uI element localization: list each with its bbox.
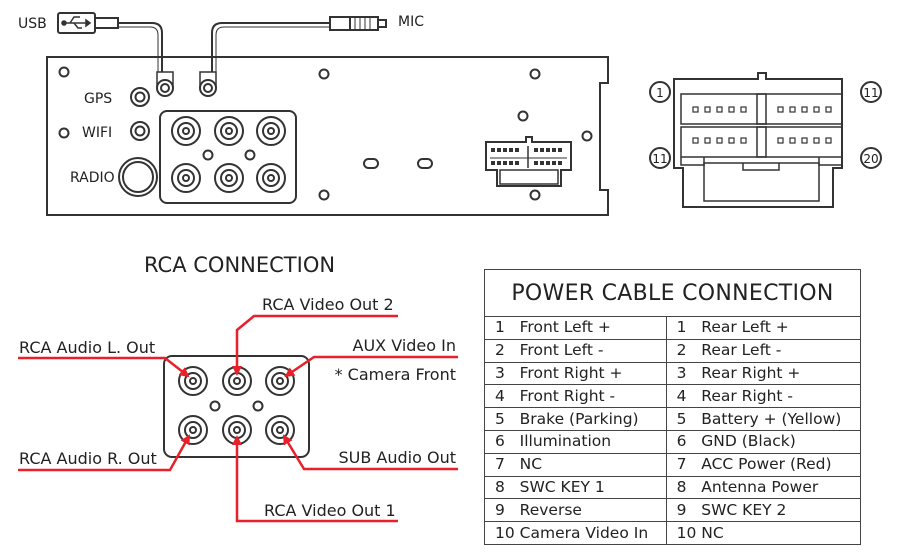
table-row: 5 Brake (Parking)5 Battery + (Yellow) xyxy=(484,407,862,431)
front-pin-cell: 8 SWC KEY 1 xyxy=(484,475,667,500)
large-connector-pins xyxy=(692,106,832,144)
label-audio-l-out: RCA Audio L. Out xyxy=(19,338,155,357)
pin-label-11-top: 11 xyxy=(863,86,878,100)
rear-pin-cell: 2 Rear Left - xyxy=(665,338,862,363)
front-pin-cell: 10 Camera Video In xyxy=(484,521,667,545)
radio-label: RADIO xyxy=(70,170,115,186)
table-row: 1 Front Left +1 Rear Left + xyxy=(484,316,862,340)
usb-cable xyxy=(57,12,163,72)
rear-pin-cell: 3 Rear Right + xyxy=(665,361,862,386)
power-connector-small xyxy=(485,136,572,187)
pin-label-1: 1 xyxy=(656,86,664,100)
rca-title: RCA CONNECTION xyxy=(144,253,335,277)
arrow-video-out-1 xyxy=(232,435,398,523)
arrow-video-out-2 xyxy=(232,314,398,376)
usb-label: USB xyxy=(18,16,47,32)
radio-port xyxy=(118,157,158,197)
arrow-audio-r-out xyxy=(18,434,191,472)
mic-cable xyxy=(211,16,387,72)
table-row: 2 Front Left -2 Rear Left - xyxy=(484,338,862,363)
rca-block-unit xyxy=(159,110,297,204)
wifi-label: WIFI xyxy=(82,125,112,141)
power-cable-table: POWER CABLE CONNECTION 1 Front Left +1 R… xyxy=(484,269,862,545)
rear-pin-cell: 6 GND (Black) xyxy=(665,429,862,454)
power-table-body: 1 Front Left +1 Rear Left + 2 Front Left… xyxy=(484,316,862,545)
mic-label: MIC xyxy=(398,14,424,30)
rear-pin-cell: 5 Battery + (Yellow) xyxy=(665,407,862,431)
pin-label-20: 20 xyxy=(863,152,878,166)
arrow-aux-video-in xyxy=(284,355,458,378)
large-power-connector xyxy=(649,72,882,208)
head-unit-body xyxy=(46,56,609,216)
front-pin-cell: 2 Front Left - xyxy=(484,338,667,363)
front-pin-cell: 9 Reverse xyxy=(484,498,667,523)
table-row: 4 Front Right -4 Rear Right - xyxy=(484,384,862,409)
front-pin-cell: 5 Brake (Parking) xyxy=(484,407,667,431)
label-aux-video-in: AUX Video In xyxy=(353,336,456,355)
label-sub-audio-out: SUB Audio Out xyxy=(339,448,457,467)
label-video-out-1: RCA Video Out 1 xyxy=(264,501,396,520)
front-pin-cell: 1 Front Left + xyxy=(484,316,667,340)
rca-jacks-unit xyxy=(171,116,286,193)
pin-label-11-bottom: 11 xyxy=(652,152,667,166)
rear-pin-cell: 7 ACC Power (Red) xyxy=(665,452,862,477)
rear-pin-cell: 9 SWC KEY 2 xyxy=(665,498,862,523)
small-connector-pins xyxy=(491,148,562,165)
label-camera-front: * Camera Front xyxy=(335,365,456,384)
rca-arrows xyxy=(18,314,458,523)
rear-pin-cell: 8 Antenna Power xyxy=(665,475,862,500)
wifi-port xyxy=(130,121,150,141)
head-unit xyxy=(46,12,609,216)
front-pin-cell: 4 Front Right - xyxy=(484,384,667,409)
table-row: 3 Front Right +3 Rear Right + xyxy=(484,361,862,386)
power-table-title: POWER CABLE CONNECTION xyxy=(484,269,861,317)
gps-port xyxy=(130,87,150,107)
label-audio-r-out: RCA Audio R. Out xyxy=(19,449,157,468)
usb-icon xyxy=(61,16,92,29)
rear-pin-cell: 4 Rear Right - xyxy=(665,384,862,409)
arrow-audio-l-out xyxy=(18,356,190,378)
gps-label: GPS xyxy=(84,91,112,107)
arrow-sub-audio-out xyxy=(282,434,458,471)
front-pin-cell: 7 NC xyxy=(484,452,667,477)
rear-pin-cell: 1 Rear Left + xyxy=(665,316,862,340)
front-pin-cell: 3 Front Right + xyxy=(484,361,667,386)
front-pin-cell: 6 Illumination xyxy=(484,429,667,454)
label-video-out-2: RCA Video Out 2 xyxy=(262,295,394,314)
rear-pin-cell: 10 NC xyxy=(665,521,862,545)
